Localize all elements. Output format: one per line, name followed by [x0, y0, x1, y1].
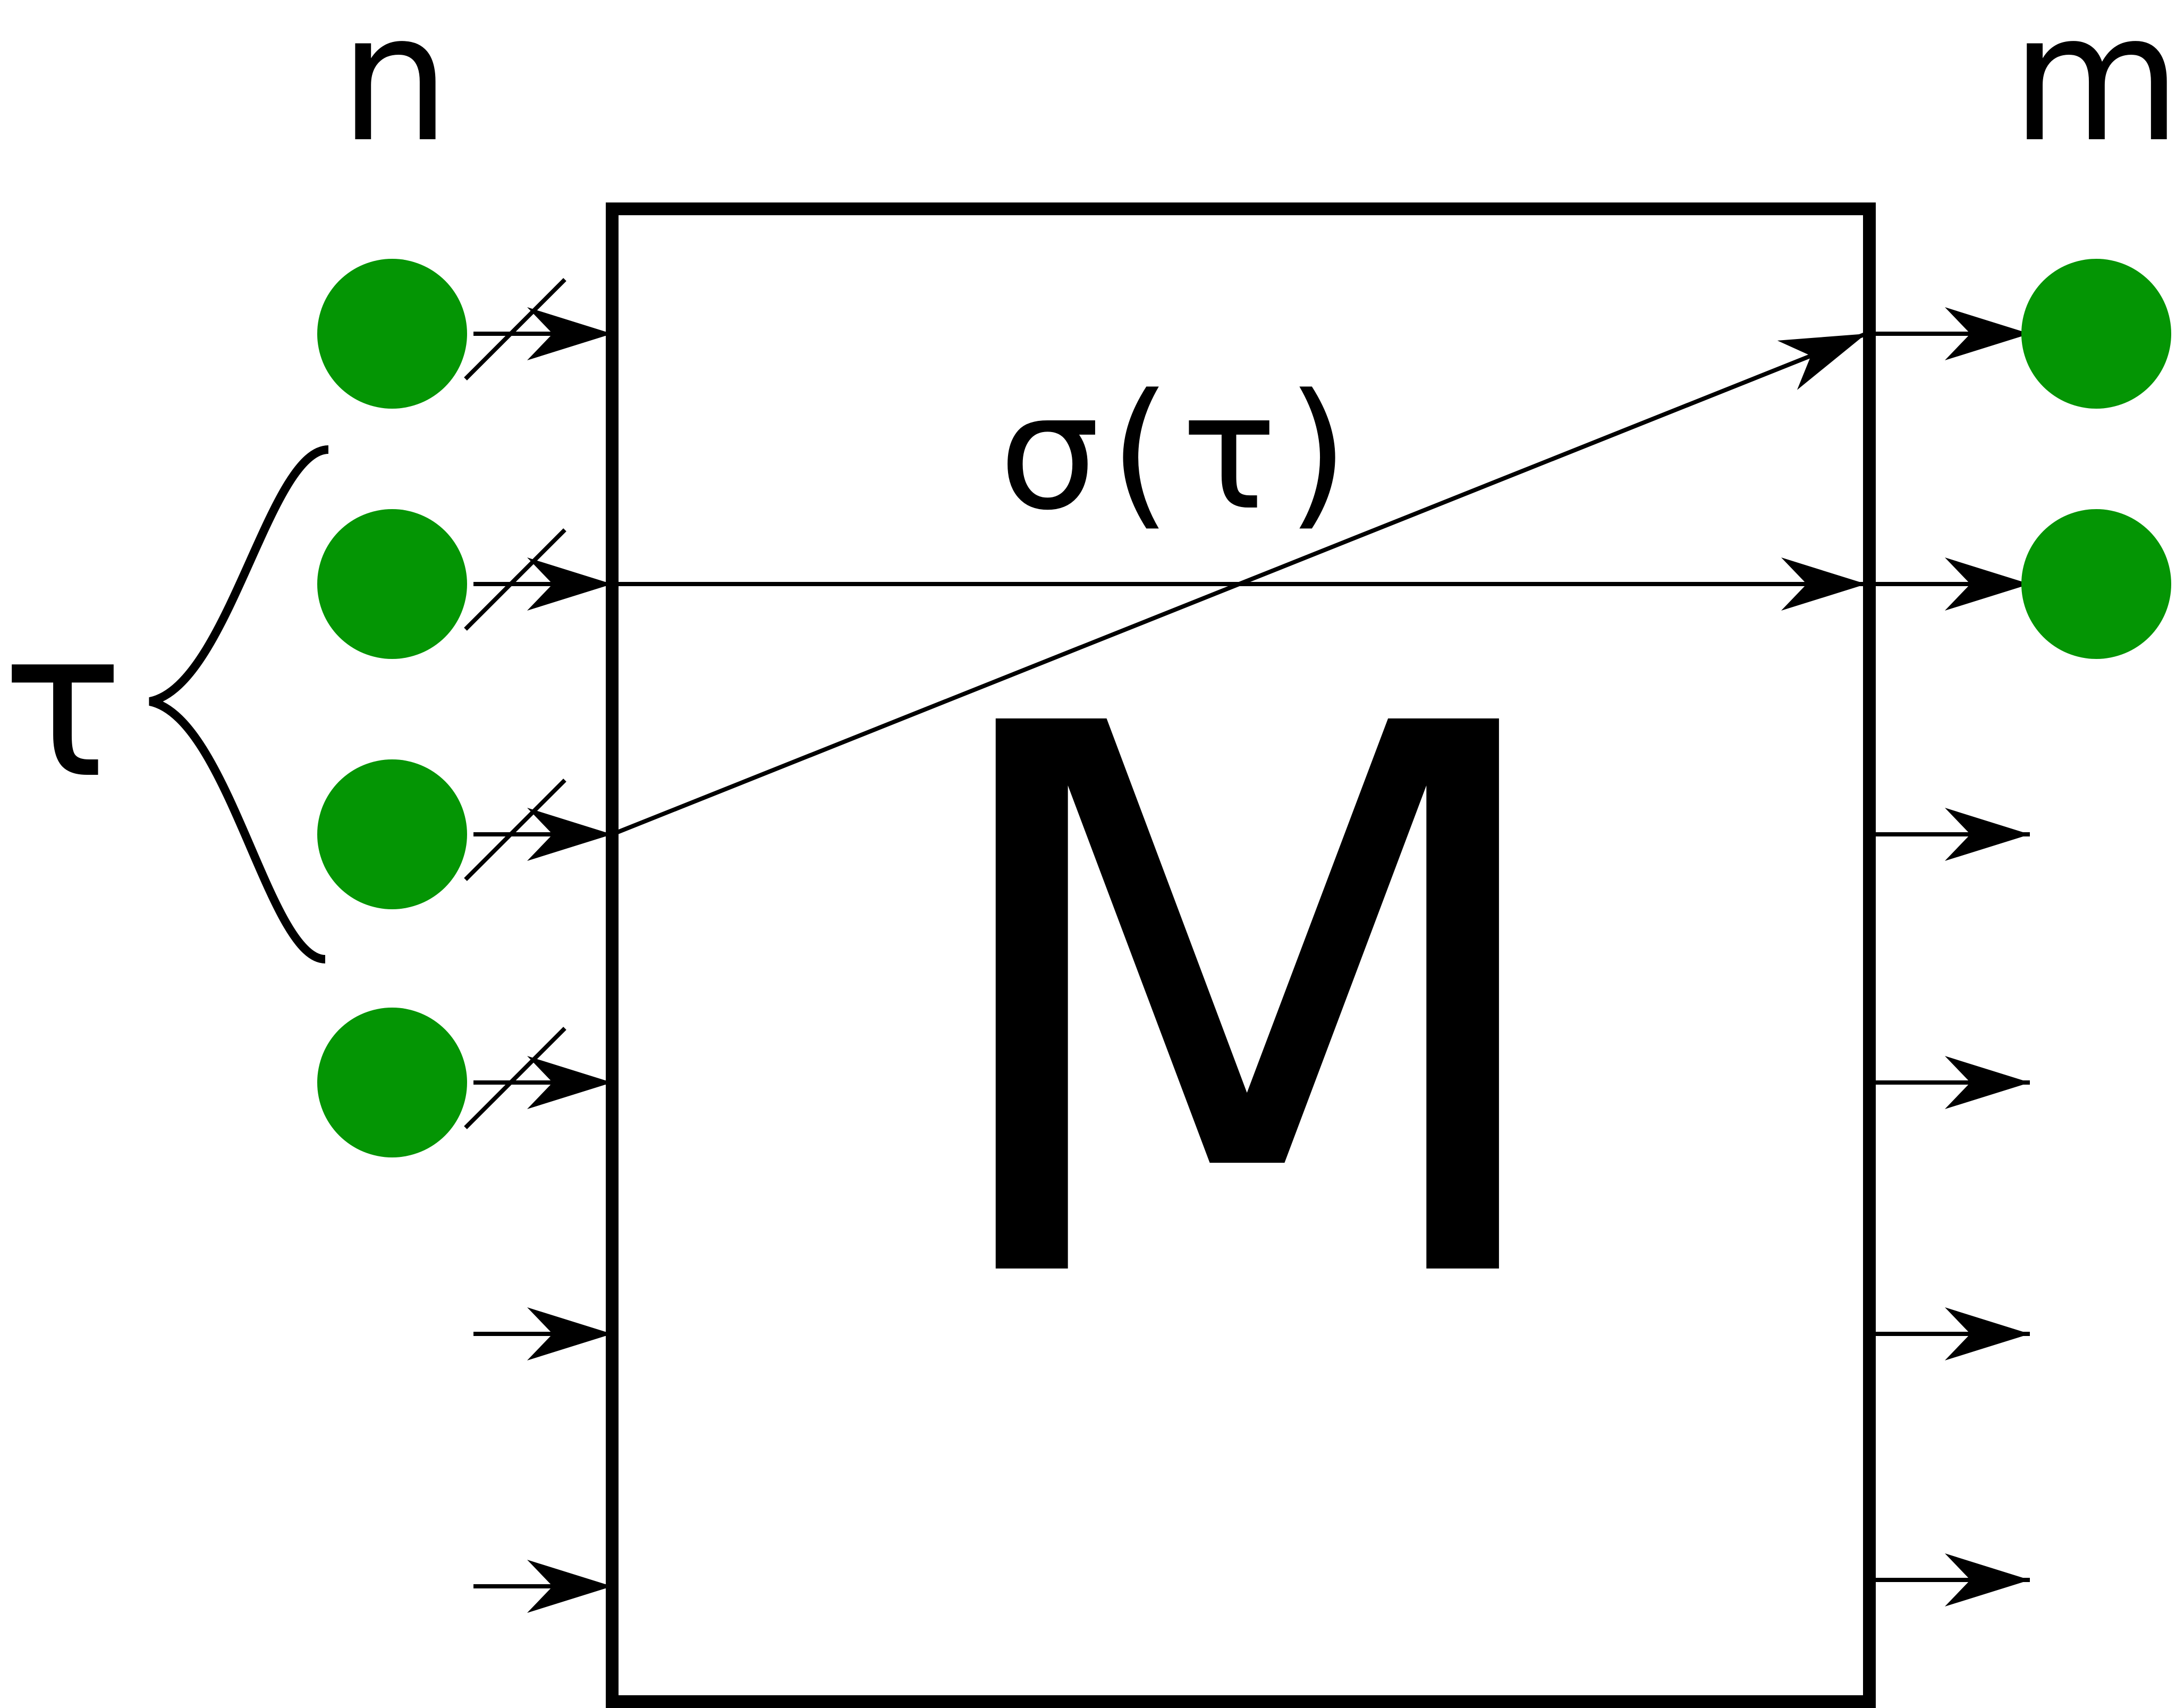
- input-strike-mark: [464, 1027, 566, 1129]
- input-strike-mark: [464, 779, 566, 881]
- inputs-group: [317, 259, 612, 1613]
- input-strike-mark: [464, 278, 566, 381]
- outputs-group: [1876, 259, 2171, 1606]
- subset-label: τ: [2, 587, 124, 823]
- input-node: [317, 259, 467, 409]
- input-node: [317, 1008, 467, 1157]
- connections-group: [611, 332, 1867, 836]
- mapping-connection: [611, 332, 1867, 836]
- output-node: [2021, 259, 2171, 409]
- input-count-label: n: [339, 0, 450, 181]
- input-strike-mark: [464, 528, 566, 631]
- subset-brace: [149, 445, 329, 963]
- output-count-label: m: [2011, 0, 2176, 181]
- machine-box: [606, 202, 1876, 1708]
- mapping-label: σ(τ): [999, 360, 1359, 545]
- input-node: [317, 509, 467, 659]
- input-node: [317, 759, 467, 909]
- machine-label: M: [921, 568, 1572, 1447]
- output-node: [2021, 509, 2171, 659]
